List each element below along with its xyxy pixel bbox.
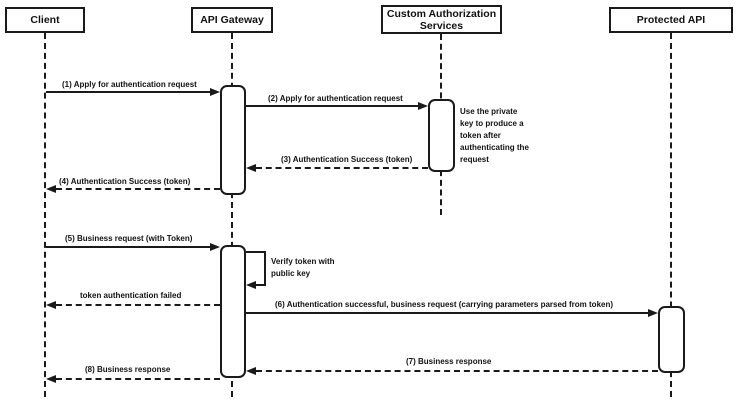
message-8-line (56, 378, 220, 380)
message-5-label: (5) Business request (with Token) (65, 234, 193, 243)
message-8-label: (8) Business response (85, 365, 171, 374)
self-message-bottom-line (256, 284, 266, 286)
message-4-line (56, 188, 220, 190)
message-5-arrowhead (210, 243, 220, 251)
message-1-label: (1) Apply for authentication request (62, 80, 197, 89)
actor-api-gateway: API Gateway (191, 7, 273, 33)
actor-api-gateway-label: API Gateway (200, 14, 264, 26)
actor-client-label: Client (30, 14, 60, 26)
activation-api-gateway-1 (220, 85, 246, 195)
activation-custom-authorization-services (428, 99, 455, 172)
activation-api-gateway-2 (220, 245, 246, 378)
message-2-arrowhead (418, 102, 428, 110)
actor-protected-api-label: Protected API (636, 14, 706, 26)
message-1-line (46, 91, 210, 93)
self-message-top-line (246, 251, 266, 253)
self-message-label: Verify token with public key (271, 257, 335, 278)
message-7-label: (7) Business response (406, 357, 492, 366)
message-3-line (256, 167, 428, 169)
lifeline-api-gateway (231, 33, 233, 397)
message-failed-arrowhead (46, 301, 56, 309)
actor-custom-authorization-services-label: Custom Authorization Services (386, 7, 497, 32)
actor-protected-api: Protected API (609, 7, 733, 33)
message-3-arrowhead (246, 164, 256, 172)
message-failed-label: token authentication failed (80, 291, 182, 300)
self-message-arrowhead (246, 281, 256, 289)
message-3-label: (3) Authentication Success (token) (281, 155, 413, 164)
message-2-label: (2) Apply for authentication request (268, 94, 403, 103)
message-8-arrowhead (46, 375, 56, 383)
actor-custom-authorization-services: Custom Authorization Services (381, 5, 502, 34)
message-4-arrowhead (46, 185, 56, 193)
message-6-arrowhead (648, 309, 658, 317)
message-6-label: (6) Authentication successful, business … (275, 300, 614, 309)
message-7-arrowhead (246, 367, 256, 375)
message-6-line (246, 312, 648, 314)
activation-protected-api (658, 306, 685, 373)
message-failed-line (56, 304, 220, 306)
message-1-arrowhead (210, 88, 220, 96)
message-7-line (256, 370, 658, 372)
message-4-label: (4) Authentication Success (token) (59, 177, 191, 186)
note-private-key: Use the private key to produce a token a… (460, 107, 529, 164)
message-2-line (246, 105, 418, 107)
actor-client: Client (5, 7, 85, 33)
self-message-right-line (264, 251, 266, 286)
lifeline-client (44, 33, 46, 397)
lifeline-protected-api (670, 33, 672, 397)
message-5-line (46, 246, 210, 248)
